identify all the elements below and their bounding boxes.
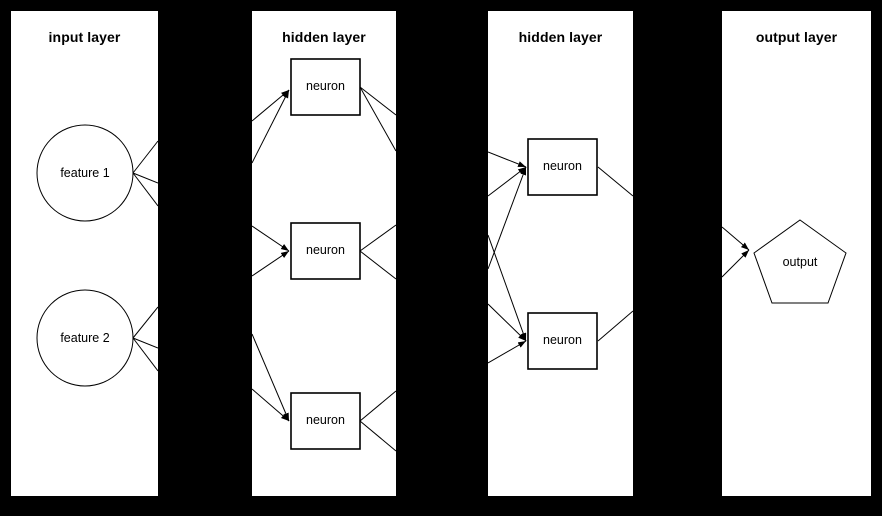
node-hidden1-neuron-3[interactable]: [290, 392, 361, 450]
edge-out-hidden2-neuron-1: [597, 166, 633, 197]
hidden-layer-2-shapes: [488, 138, 633, 370]
node-hidden1-neuron-1[interactable]: [290, 58, 361, 116]
node-feature-2[interactable]: [36, 289, 134, 387]
edges-into-hidden1-neuron-3: [252, 333, 290, 422]
node-feature-1[interactable]: [36, 124, 134, 222]
panel-title-hidden-layer-1: hidden layer: [282, 29, 366, 45]
input-layer-shapes: [36, 124, 158, 387]
edges-into-hidden1-neuron-1: [252, 89, 290, 164]
panel-input-layer: input layer feature 1: [11, 11, 158, 496]
edges-into-hidden1-neuron-2: [252, 225, 290, 277]
panel-hidden-layer-1: hidden layer: [252, 11, 396, 496]
panel-title-input-layer: input layer: [48, 29, 121, 45]
panel-output-layer: output layer output: [722, 11, 871, 496]
node-hidden1-neuron-2[interactable]: [290, 222, 361, 280]
edges-feature2-out: [132, 306, 158, 372]
panel-title-hidden-layer-2: hidden layer: [518, 29, 603, 45]
output-layer-shapes: [722, 219, 847, 304]
edges-out-hidden1-neuron-2: [359, 224, 396, 280]
panel-hidden-layer-2: hidden layer: [488, 11, 633, 496]
node-output[interactable]: [753, 219, 847, 304]
panel-title-output-layer: output layer: [755, 29, 838, 45]
node-hidden2-neuron-2[interactable]: [527, 312, 598, 370]
edge-out-hidden2-neuron-2: [597, 310, 633, 342]
edges-out-hidden1-neuron-1: [359, 86, 396, 152]
edges-feature1-out: [132, 140, 158, 207]
edges-out-hidden1-neuron-3: [359, 390, 396, 452]
edges-into-output: [722, 226, 750, 278]
edges-into-hidden2-neuron-2: [488, 234, 527, 364]
node-hidden2-neuron-1[interactable]: [527, 138, 598, 196]
hidden-layer-1-shapes: [252, 58, 396, 452]
